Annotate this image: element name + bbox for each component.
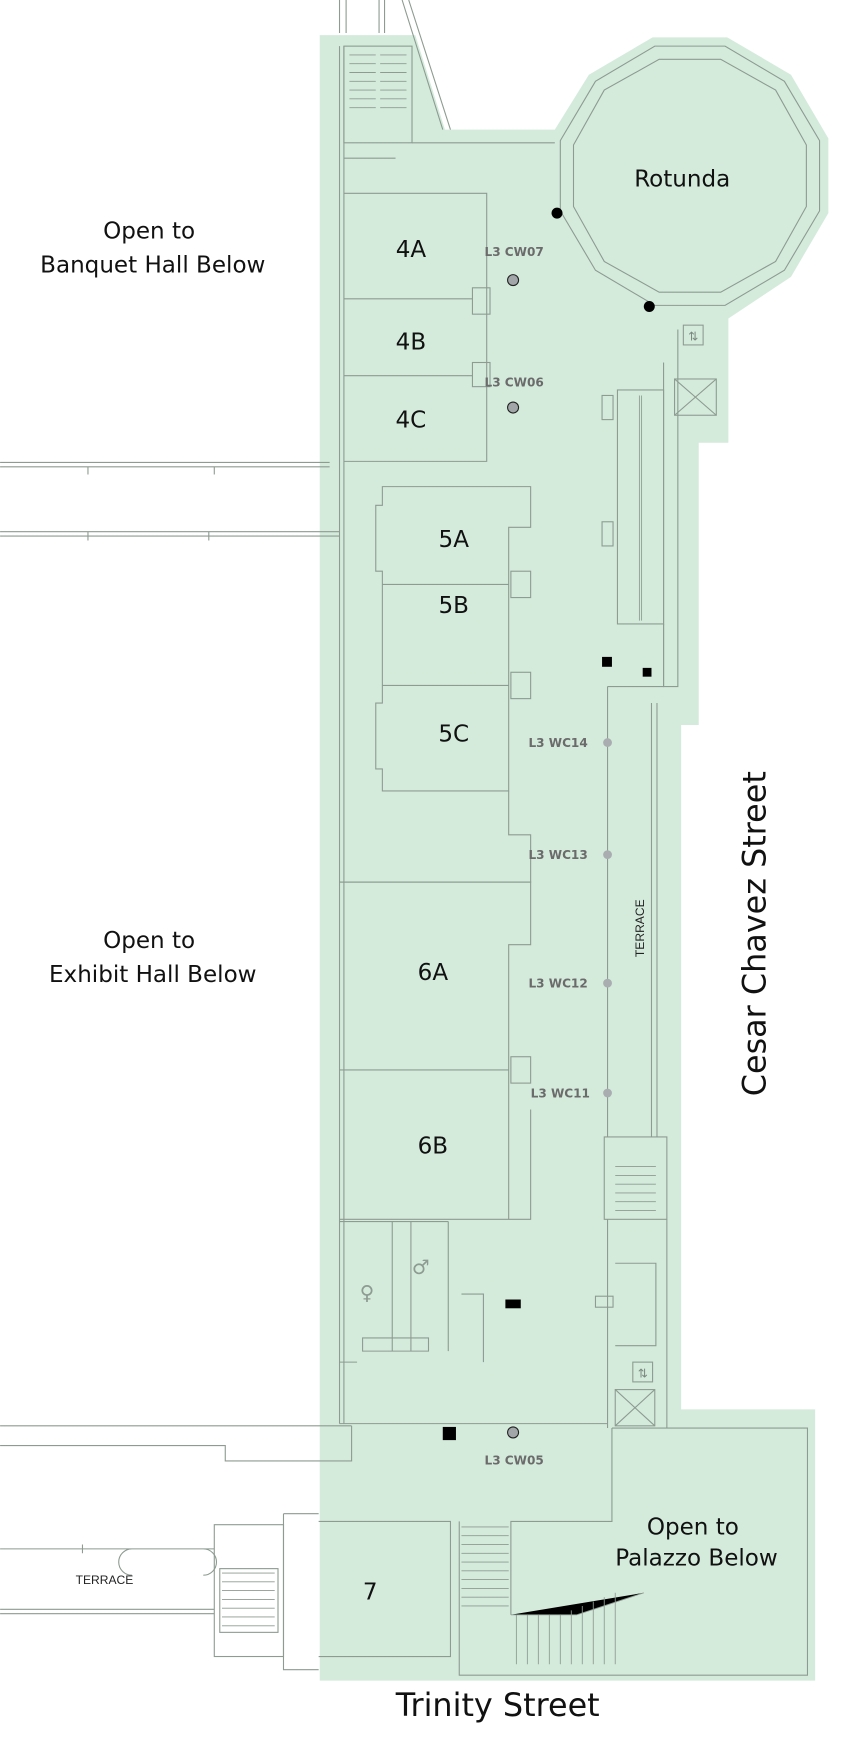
access-point-cw05: L3 CW05 — [485, 1426, 544, 1467]
svg-text:L3 CW05: L3 CW05 — [485, 1453, 544, 1467]
room-7[interactable]: 7 — [363, 1579, 378, 1605]
access-point-cw07: L3 CW07 — [485, 245, 544, 287]
room-4c[interactable]: 4C — [396, 407, 427, 433]
room-5b[interactable]: 5B — [439, 593, 469, 619]
room-6b[interactable]: 6B — [418, 1133, 448, 1159]
south-section — [318, 656, 809, 1676]
svg-text:L3 CW06: L3 CW06 — [485, 376, 544, 390]
cesar-chavez-street-label: Cesar Chavez Street — [736, 771, 774, 1096]
svg-text:⇅: ⇅ — [638, 1367, 648, 1381]
column-marker — [642, 667, 652, 677]
column-marker — [442, 1426, 456, 1441]
svg-text:L3 WC11: L3 WC11 — [531, 1086, 590, 1100]
terrace-east-label: TERRACE — [633, 899, 647, 957]
column-marker — [551, 207, 563, 219]
svg-text:L3 WC14: L3 WC14 — [528, 736, 587, 750]
palazzo-label: Open to Palazzo Below — [615, 1515, 777, 1572]
terrace-south-label: TERRACE — [76, 1573, 134, 1587]
venue-area — [319, 35, 829, 1681]
trinity-street-label: Trinity Street — [395, 1686, 600, 1724]
elevator-icon: ⇅ — [632, 1361, 654, 1383]
elevator-icon: ⇅ — [682, 324, 704, 346]
access-point-cw06: L3 CW06 — [485, 376, 544, 414]
access-point-wc11: L3 WC11 — [531, 1086, 612, 1100]
svg-text:L3 WC12: L3 WC12 — [528, 977, 587, 991]
svg-text:⇅: ⇅ — [688, 330, 698, 344]
access-point-wc12: L3 WC12 — [528, 977, 612, 991]
room-4b[interactable]: 4B — [396, 329, 426, 355]
column-marker — [505, 1299, 521, 1309]
access-point-wc14: L3 WC14 — [528, 736, 612, 750]
room-5a[interactable]: 5A — [439, 527, 470, 553]
rotunda: Rotunda — [551, 45, 821, 312]
exhibit-hall-label: Open to Exhibit Hall Below — [49, 928, 257, 988]
rotunda-label: Rotunda — [634, 167, 730, 193]
room-6a[interactable]: 6A — [418, 960, 449, 986]
svg-text:L3 WC13: L3 WC13 — [528, 848, 587, 862]
room-5c[interactable]: 5C — [438, 721, 469, 747]
adjacent-structures — [0, 0, 451, 1671]
womens-restroom-icon: ♀ — [360, 1282, 374, 1305]
svg-text:L3 CW07: L3 CW07 — [485, 245, 544, 259]
mens-restroom-icon: ♂ — [412, 1256, 430, 1279]
column-marker — [602, 656, 612, 667]
building-walls — [338, 45, 717, 1429]
access-point-wc13: L3 WC13 — [528, 848, 612, 862]
banquet-hall-label: Open to Banquet Hall Below — [40, 218, 265, 278]
column-marker — [643, 300, 655, 312]
room-4a[interactable]: 4A — [396, 237, 427, 263]
